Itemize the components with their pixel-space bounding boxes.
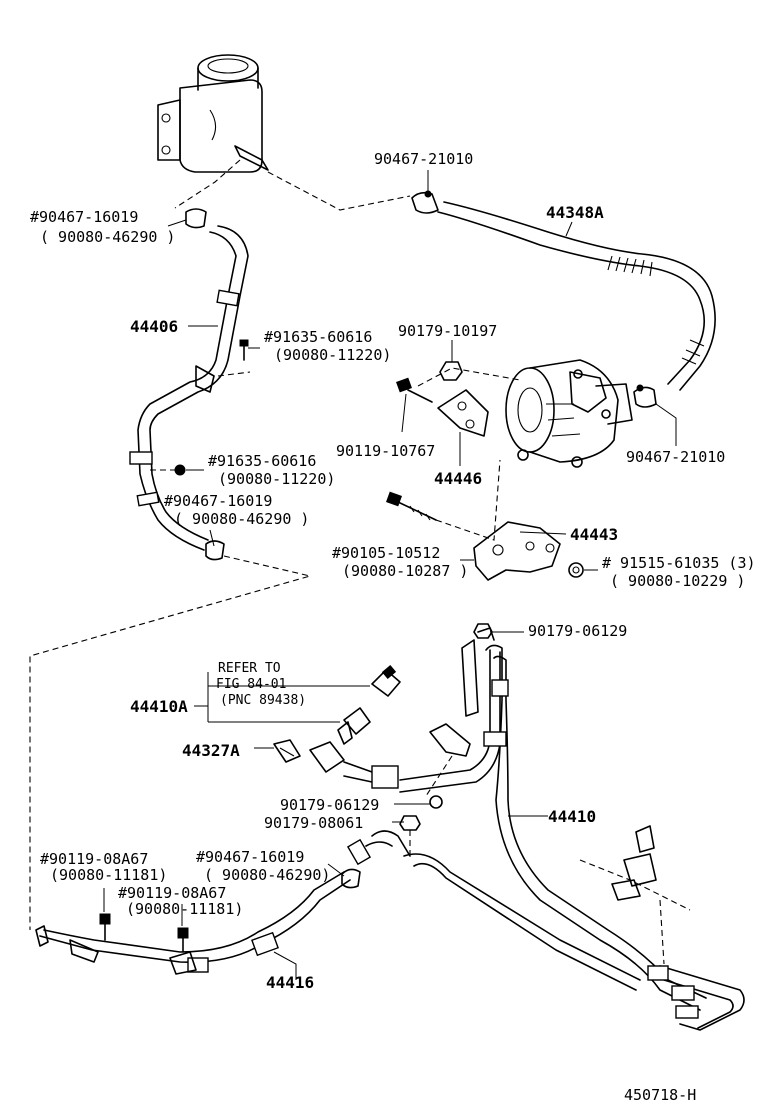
callout-tube-44406: 44406 [130,317,178,336]
callout-nut-h: 90179-08061 [264,814,363,832]
clamp-icon [205,540,225,561]
clamp-icon [185,208,207,229]
pressure-switch-44410A [337,665,401,745]
bolt-icon [396,377,433,403]
nut-icon [439,361,463,381]
callout-bolt-j: #90119-08A67 [118,884,226,902]
hose-end-fitting [35,925,49,947]
callout-bolt-c: #91635-60616 [208,452,316,470]
return-hose-44416 [39,871,351,975]
callout-clamp-mid: #90467-16019 [164,492,272,510]
callout-clamp-low-alt: ( 90080-46290) [204,866,330,884]
callout-clamp-right: 90467-21010 [626,448,725,466]
bolt-icon [174,464,186,476]
oil-reservoir [157,54,269,173]
connection-dashed-line [29,555,313,930]
clamp-icon [411,190,439,214]
callout-bolt-j-alt: (90080-11181) [126,900,243,918]
pressure-tube-44406 [129,225,249,551]
callout-nut-1: 90179-10197 [398,322,497,340]
nut-icon [399,815,421,831]
callout-bolt-b: 90119-10767 [336,442,435,460]
return-hose-44348A [437,201,716,391]
callout-nut-f: 90179-06129 [528,622,627,640]
bolt-icon [386,491,437,521]
callout-clamp-low: #90467-16019 [196,848,304,866]
tube-44416 [346,830,641,991]
callout-clamp-mid-alt: ( 90080-46290 ) [174,510,309,528]
connection-dashed-line [267,171,411,211]
callout-clamp-tl: #90467-16019 [30,208,138,226]
connection-dashed-line [425,755,453,797]
callout-nut-e-alt: ( 90080-10229 ) [610,572,745,590]
clamp-icon [633,384,657,408]
callout-bracket-44446: 44446 [434,469,482,488]
callout-hose-44348A: 44348A [546,203,604,222]
clip-44327A [273,739,301,763]
callout-bolt-d-alt: (90080-10287 ) [342,562,468,580]
pump-bracket-44443 [473,521,561,581]
callout-bolt-a-alt: (90080-11220) [274,346,391,364]
callout-bracket-44443: 44443 [570,525,618,544]
callout-bolt-c-alt: (90080-11220) [218,470,335,488]
bolt-icon [239,339,249,361]
leader-lines [103,170,677,980]
connection-dashed-line [435,459,501,541]
nut-icon [568,562,584,578]
callout-nut-g: 90179-06129 [280,796,379,814]
callout-clamp-tl-alt: ( 90080-46290 ) [40,228,175,246]
power-steering-pump [505,359,633,468]
callout-refer-2: FIG 84-01 [216,677,286,692]
bolt-icon [177,927,189,953]
steering-gear-housing [579,825,745,1031]
callout-refer-3: (PNC 89438) [220,693,306,708]
callout-tube-44410: 44410 [548,807,596,826]
nut-icon [473,623,493,639]
callout-bolt-a: #91635-60616 [264,328,372,346]
callout-bolt-d: #90105-10512 [332,544,440,562]
tube-bracket [429,723,471,757]
callout-refer-1: REFER TO [218,661,281,676]
connection-dashed-line [174,159,241,209]
callout-bolt-i-alt: (90080-11181) [50,866,167,884]
callout-bolt-i: #90119-08A67 [40,850,148,868]
clamp-icon [341,868,361,889]
callout-clip-44327A: 44327A [182,741,240,760]
figure-id: 450718-H [624,1086,696,1104]
connection-dashed-line [417,367,521,387]
callout-clamp-top: 90467-21010 [374,150,473,168]
connection-dashed-line [217,371,251,377]
bolt-icon [99,913,111,941]
callout-switch-44410A: 44410A [130,697,188,716]
hose-fitting [309,741,399,789]
callout-hose-44416: 44416 [266,973,314,992]
callout-labels: 90467-21010 44348A #90467-16019 ( 90080-… [30,150,756,1104]
callout-nut-e: # 91515-61035 (3) [602,554,756,572]
nut-icon [429,795,443,809]
pump-bracket-44446 [437,389,489,437]
pressure-tube-44410 [399,644,707,1011]
